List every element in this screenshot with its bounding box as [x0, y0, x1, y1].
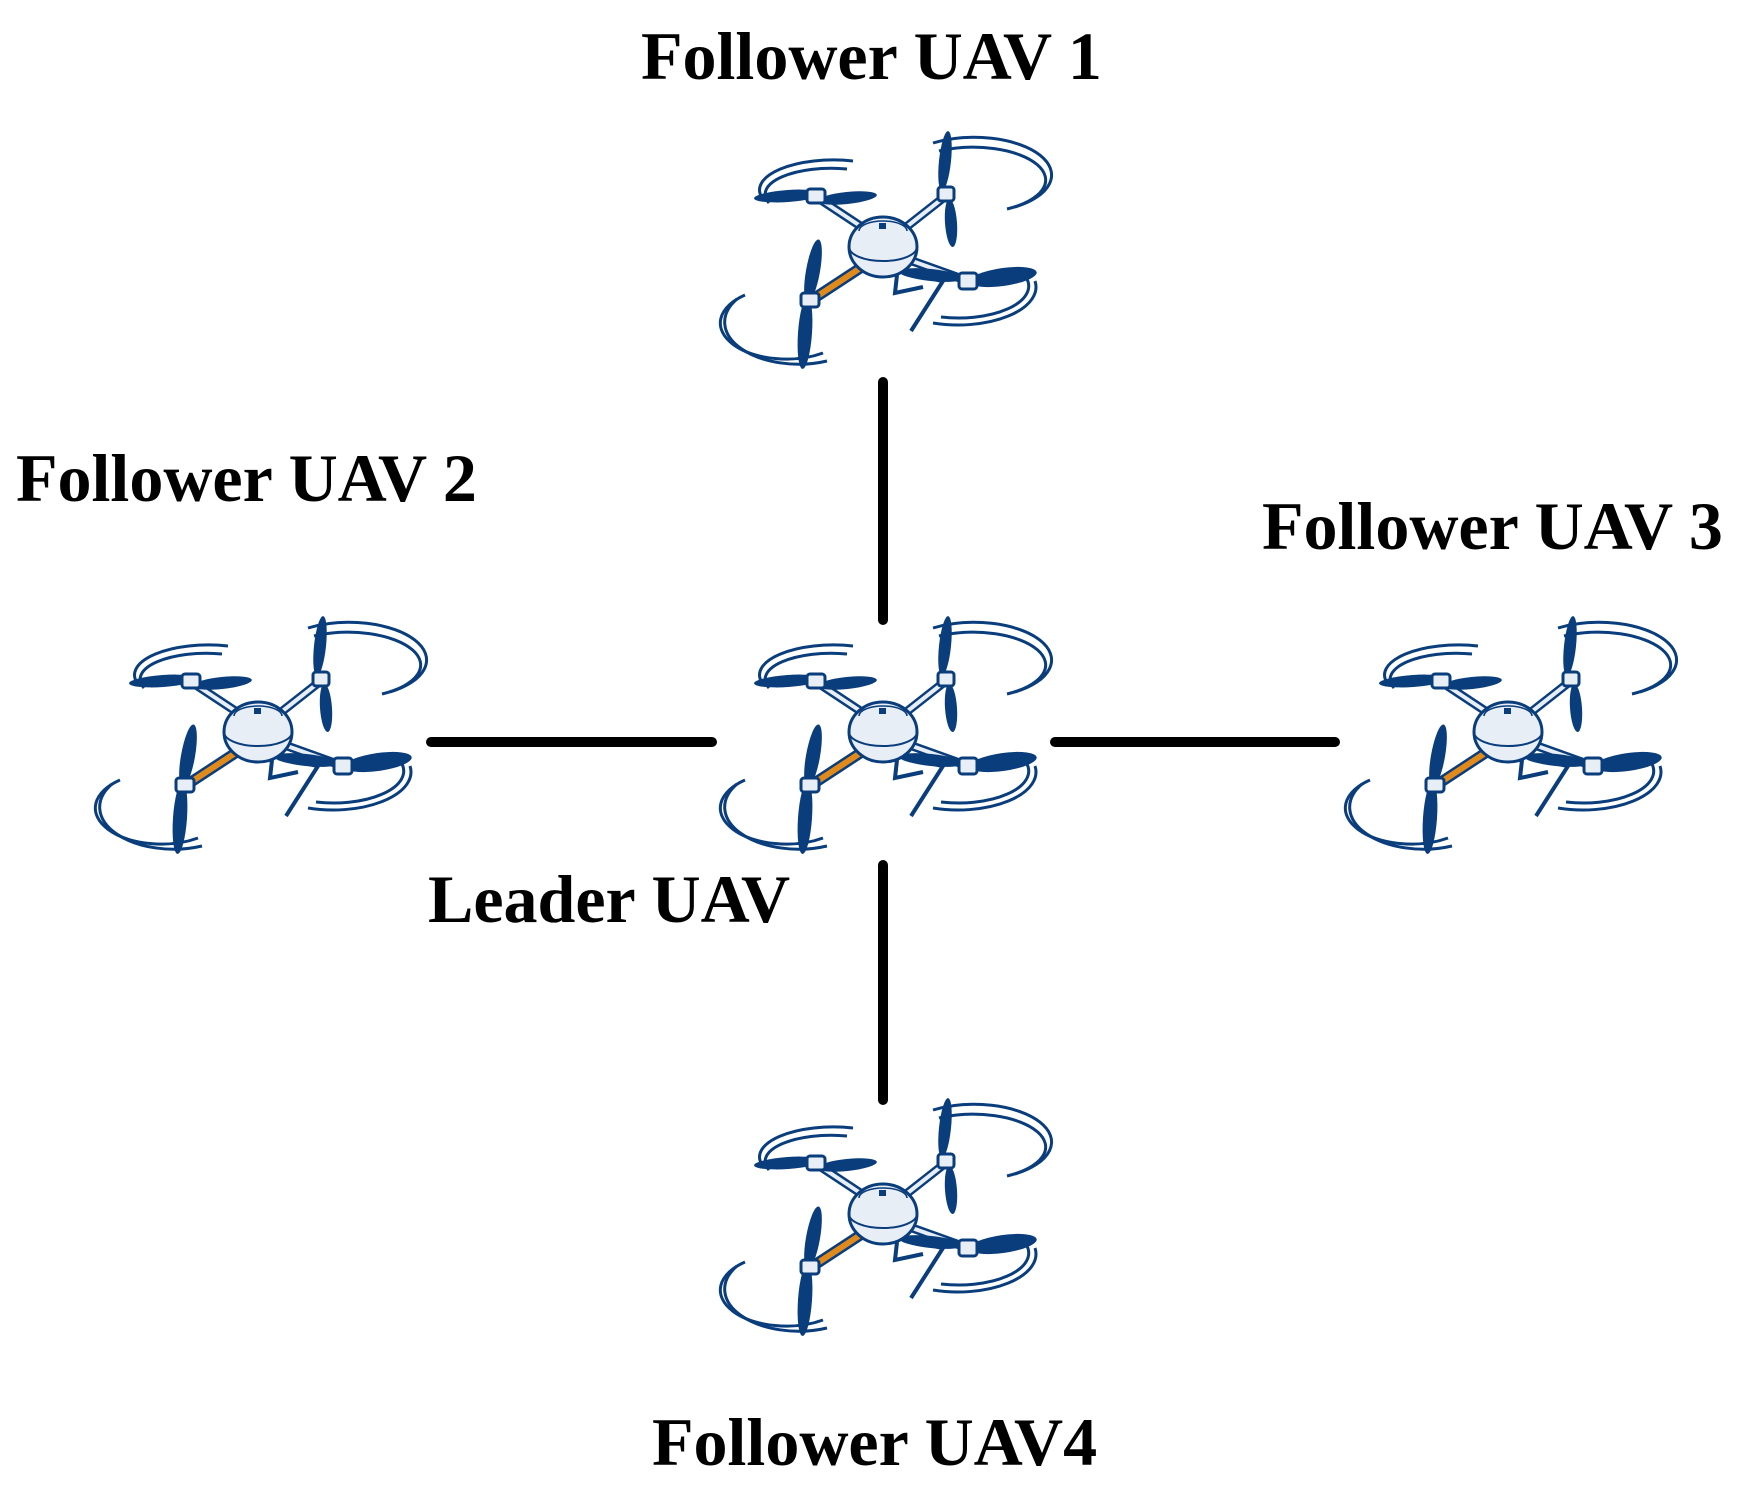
follower-uav-3-quadcopter-icon	[1345, 616, 1676, 855]
follower-uav-1-label: Follower UAV 1	[641, 18, 1102, 94]
follower-uav-2-quadcopter-icon	[95, 616, 426, 855]
leader-uav-label: Leader UAV	[428, 861, 791, 937]
follower-uav-1-quadcopter-icon	[720, 131, 1051, 370]
follower-uav-4-label: Follower UAV4	[652, 1404, 1098, 1480]
formation-links	[426, 377, 1340, 1105]
follower-uav-4-quadcopter-icon	[720, 1098, 1051, 1337]
follower-uav-3-label: Follower UAV 3	[1262, 488, 1723, 564]
follower-uav-2-label: Follower UAV 2	[16, 440, 477, 516]
leader-uav-quadcopter-icon	[720, 616, 1051, 855]
